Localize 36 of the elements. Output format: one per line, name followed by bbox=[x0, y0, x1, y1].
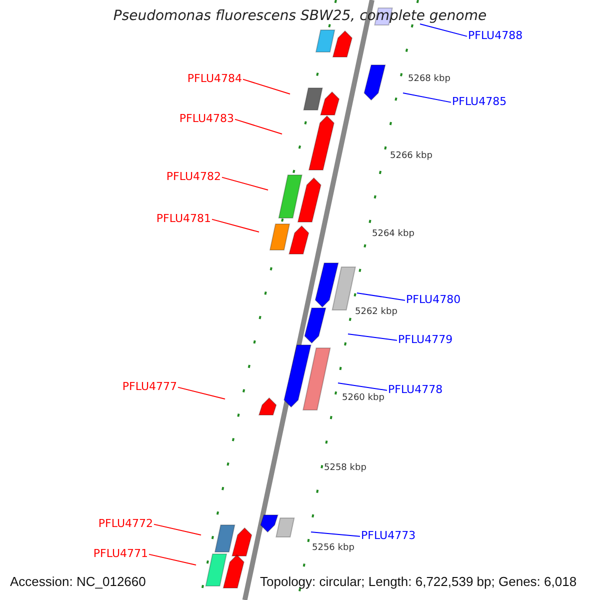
scale-label: 5256 kbp bbox=[312, 543, 354, 554]
leader-line bbox=[420, 24, 468, 37]
gene-label: PFLU4782 bbox=[166, 171, 221, 184]
gene-label: PFLU4779 bbox=[398, 334, 453, 347]
gene-label: PFLU4777 bbox=[122, 381, 177, 394]
leader-line bbox=[212, 218, 260, 232]
leader-line bbox=[148, 554, 196, 566]
leader-line bbox=[242, 78, 290, 94]
gene-label: PFLU4788 bbox=[468, 30, 523, 43]
scale-label: 5260 kbp bbox=[342, 393, 384, 404]
leader-line bbox=[356, 292, 406, 301]
gene-label: PFLU4773 bbox=[361, 530, 416, 543]
scale-label: 5262 kbp bbox=[355, 307, 398, 318]
gene-label: PFLU4771 bbox=[93, 548, 148, 561]
leader-line bbox=[154, 524, 202, 536]
gene-label: PFLU4778 bbox=[388, 384, 443, 397]
leader-line bbox=[178, 386, 226, 400]
leader-line bbox=[402, 92, 452, 103]
info-text: Topology: circular; Length: 6,722,539 bp; Genes: 6,018 bbox=[260, 575, 577, 590]
title: Pseudomonas fluorescens SBW25, complete genome bbox=[112, 8, 488, 24]
scale-label: 5268 kbp bbox=[408, 74, 450, 84]
leader-line bbox=[338, 382, 388, 391]
scale-label: 5264 kbp bbox=[372, 229, 414, 240]
scale-label: 5266 kbp bbox=[390, 151, 432, 162]
gene-label: PFLU4784 bbox=[187, 73, 242, 86]
gene-label: PFLU4780 bbox=[406, 294, 461, 307]
scale-label: 5258 kbp bbox=[324, 463, 366, 474]
leader-line bbox=[310, 532, 360, 537]
leader-line bbox=[234, 118, 282, 134]
gene-label: PFLU4785 bbox=[452, 96, 507, 109]
info-text: Accession: NC_012660 bbox=[10, 575, 146, 590]
gene-label: PFLU4781 bbox=[156, 213, 211, 226]
gene-label: PFLU4772 bbox=[98, 518, 153, 531]
gene-label: PFLU4783 bbox=[179, 113, 234, 126]
leader-line bbox=[222, 176, 268, 190]
leader-line bbox=[348, 334, 398, 341]
